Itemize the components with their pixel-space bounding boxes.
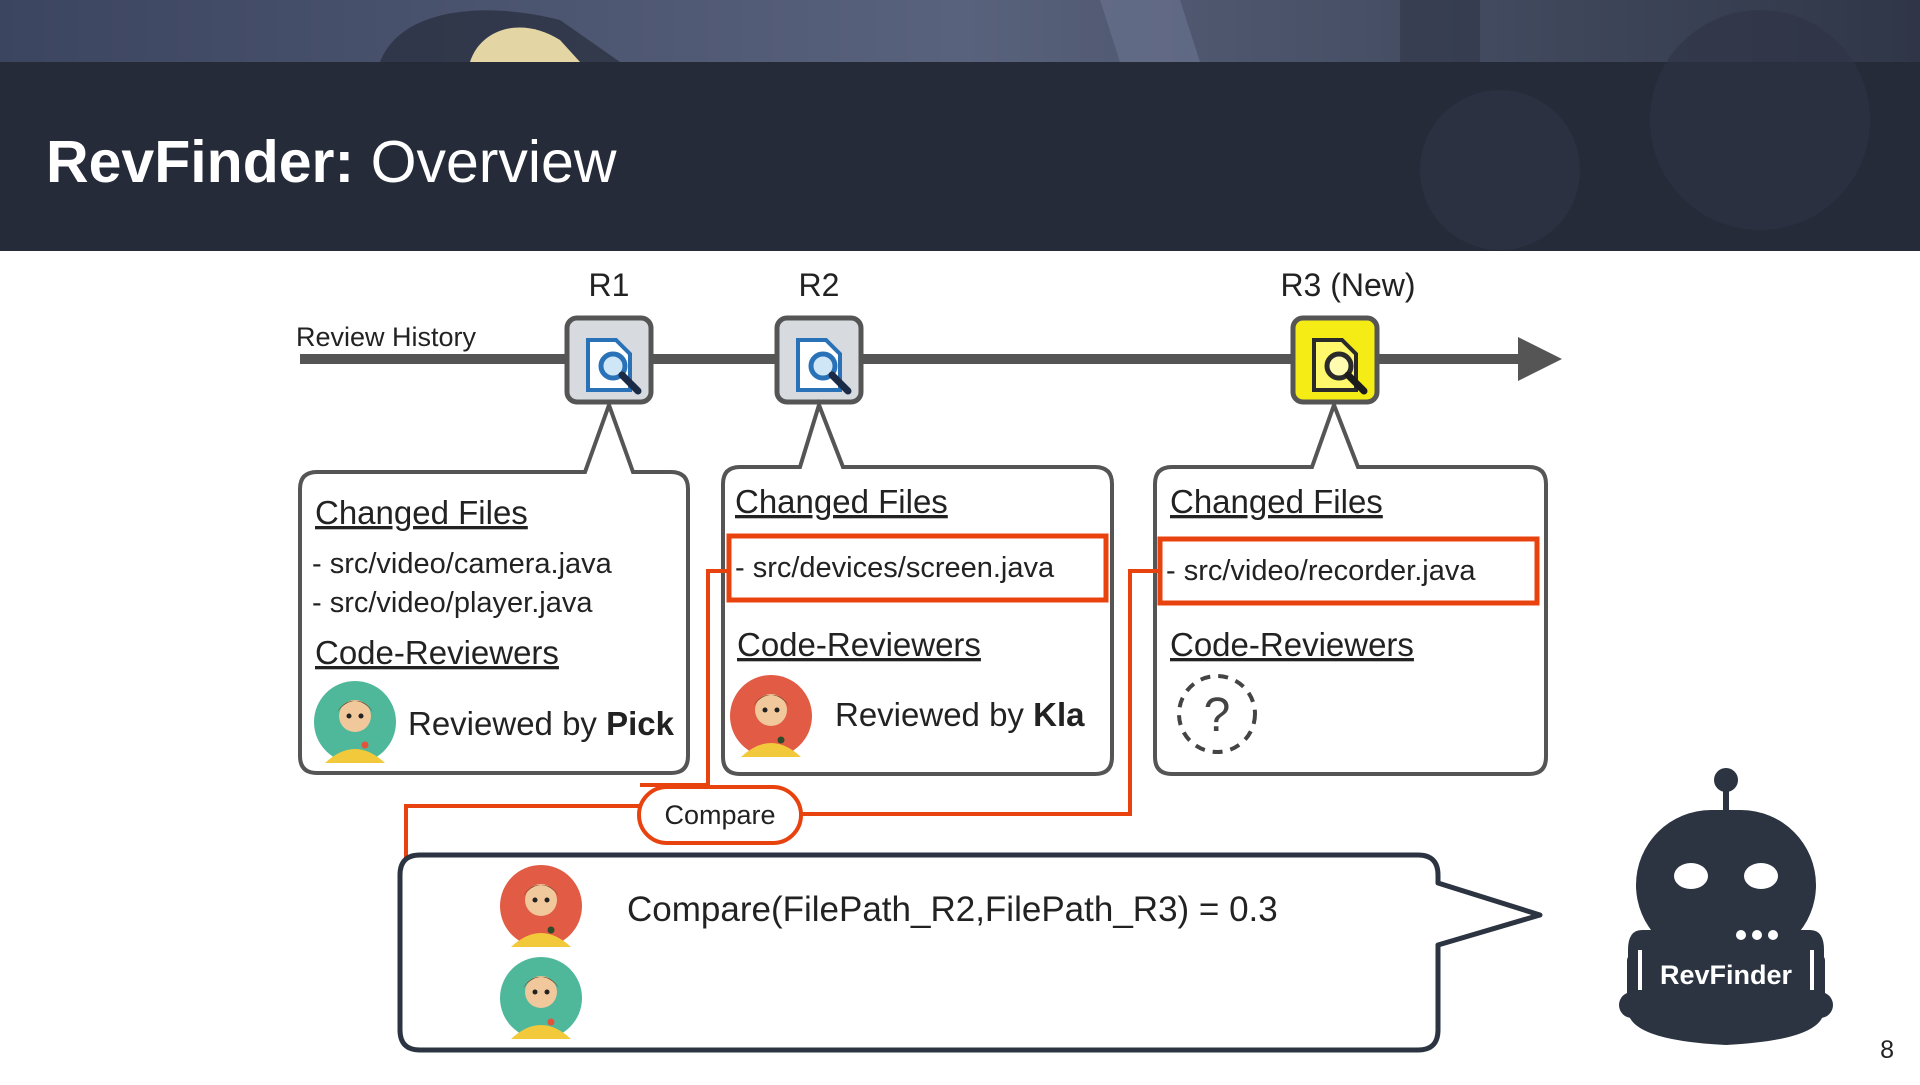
review-label-r3: R3 (New) — [1280, 267, 1415, 303]
review-label-r1: R1 — [589, 267, 630, 303]
review-card-r1 — [298, 399, 690, 775]
result-bubble — [397, 852, 1543, 1053]
reviewer-name: Pick — [606, 705, 675, 742]
slide-title: RevFinder: Overview — [46, 128, 616, 196]
compare-pill — [637, 785, 803, 845]
compare-formula: Compare(FilePath_R2,FilePath_R3) = 0.3 — [627, 890, 1278, 929]
card1-changed-files-heading: Changed Files — [315, 494, 528, 531]
card3-file-1: - src/video/recorder.java — [1166, 555, 1476, 587]
card2-file-1: - src/devices/screen.java — [735, 552, 1055, 584]
title-bold: RevFinder: — [46, 129, 355, 195]
review-label-r2: R2 — [799, 267, 840, 303]
magnifier-icon — [598, 351, 628, 381]
card1-file-1: - src/video/camera.java — [312, 548, 613, 580]
card1-reviewers-heading: Code-Reviewers — [315, 634, 559, 671]
review-icon-r3[interactable] — [1290, 315, 1380, 405]
card2-file-highlight — [726, 533, 1109, 603]
avatar-pick-result — [500, 957, 582, 1039]
compare-label: Compare — [664, 800, 775, 830]
reviewed-prefix: Reviewed by — [408, 705, 606, 742]
avatar-pick — [314, 681, 396, 763]
card1-file-2: - src/video/player.java — [312, 587, 593, 619]
review-card-r2 — [721, 398, 1114, 776]
card3-reviewers-heading: Code-Reviewers — [1170, 626, 1414, 663]
review-icon-r2[interactable] — [774, 315, 864, 405]
avatar-kla-result — [500, 865, 582, 947]
card2-changed-files-heading: Changed Files — [735, 483, 948, 520]
magnifier-icon — [808, 351, 838, 381]
card1-reviewed-by: Reviewed by Pick — [408, 705, 675, 742]
timeline-label: Review History — [296, 322, 477, 352]
unknown-reviewer-icon — [1177, 674, 1257, 754]
header-banner — [0, 0, 1920, 251]
card2-reviewers-heading: Code-Reviewers — [737, 626, 981, 663]
card2-reviewed-by: Reviewed by Kla — [835, 696, 1085, 733]
reviewer-name: Kla — [1033, 696, 1085, 733]
title-rest: Overview — [354, 129, 617, 195]
card3-changed-files-heading: Changed Files — [1170, 483, 1383, 520]
magnifier-icon — [1324, 351, 1354, 381]
avatar-kla — [730, 675, 812, 757]
robot-icon — [1619, 768, 1833, 1045]
review-card-r3 — [1153, 399, 1548, 776]
page-number: 8 — [1880, 1036, 1894, 1064]
robot-label: RevFinder — [1660, 960, 1793, 990]
review-icon-r1[interactable] — [564, 315, 654, 405]
unknown-reviewer-symbol: ? — [1204, 689, 1231, 742]
reviewed-prefix: Reviewed by — [835, 696, 1033, 733]
